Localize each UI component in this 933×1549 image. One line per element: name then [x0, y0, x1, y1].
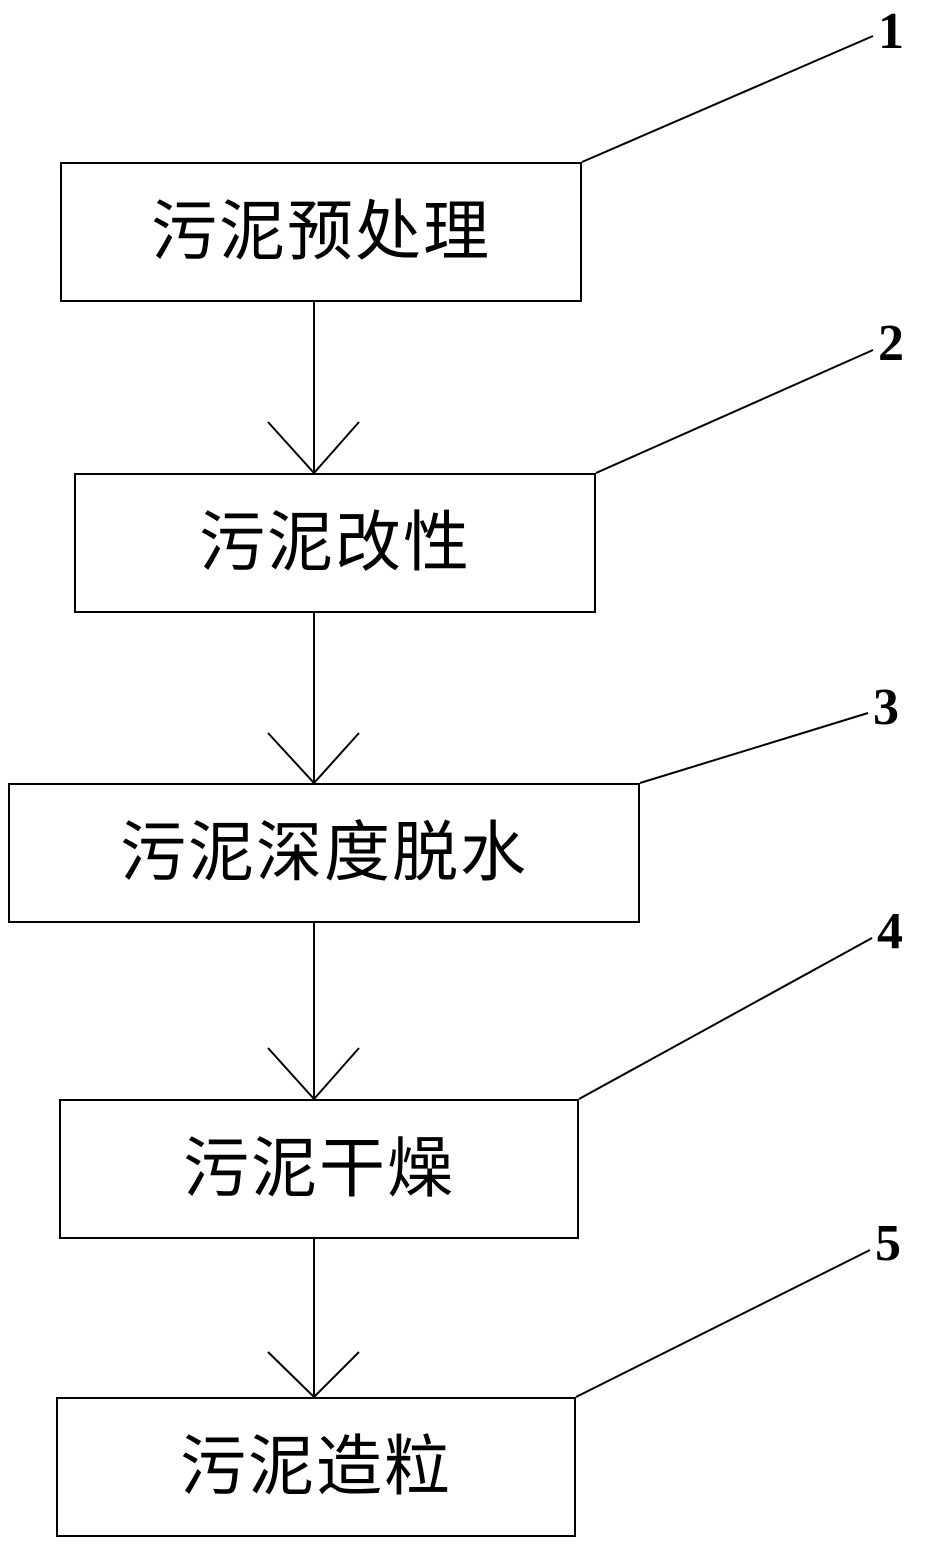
reference-number-3: 3	[873, 679, 899, 736]
reference-number-2: 2	[878, 315, 904, 372]
step-box-sludge-pretreatment: 污泥预处理	[60, 162, 582, 302]
leader-line-1	[581, 35, 874, 163]
step-label-1: 污泥预处理	[151, 193, 491, 270]
arrow-2-to-3	[267, 613, 360, 785]
step-box-sludge-drying: 污泥干燥	[59, 1099, 579, 1239]
step-label-3: 污泥深度脱水	[120, 814, 528, 891]
step-box-sludge-granulation: 污泥造粒	[56, 1397, 576, 1537]
step-label-2: 污泥改性	[199, 504, 471, 581]
step-label-5: 污泥造粒	[180, 1428, 452, 1505]
leader-line-3	[639, 712, 869, 784]
leader-line-4	[578, 937, 873, 1100]
arrow-4-to-5	[267, 1239, 360, 1399]
arrow-3-to-4	[267, 923, 360, 1101]
step-box-sludge-modification: 污泥改性	[74, 473, 596, 613]
reference-number-4: 4	[877, 903, 903, 960]
leader-line-5	[575, 1249, 871, 1398]
reference-number-1: 1	[878, 3, 904, 60]
step-label-4: 污泥干燥	[183, 1130, 455, 1207]
reference-number-5: 5	[875, 1215, 901, 1272]
step-box-sludge-deep-dewatering: 污泥深度脱水	[8, 783, 640, 923]
arrow-1-to-2	[267, 302, 360, 475]
leader-line-2	[595, 349, 874, 474]
